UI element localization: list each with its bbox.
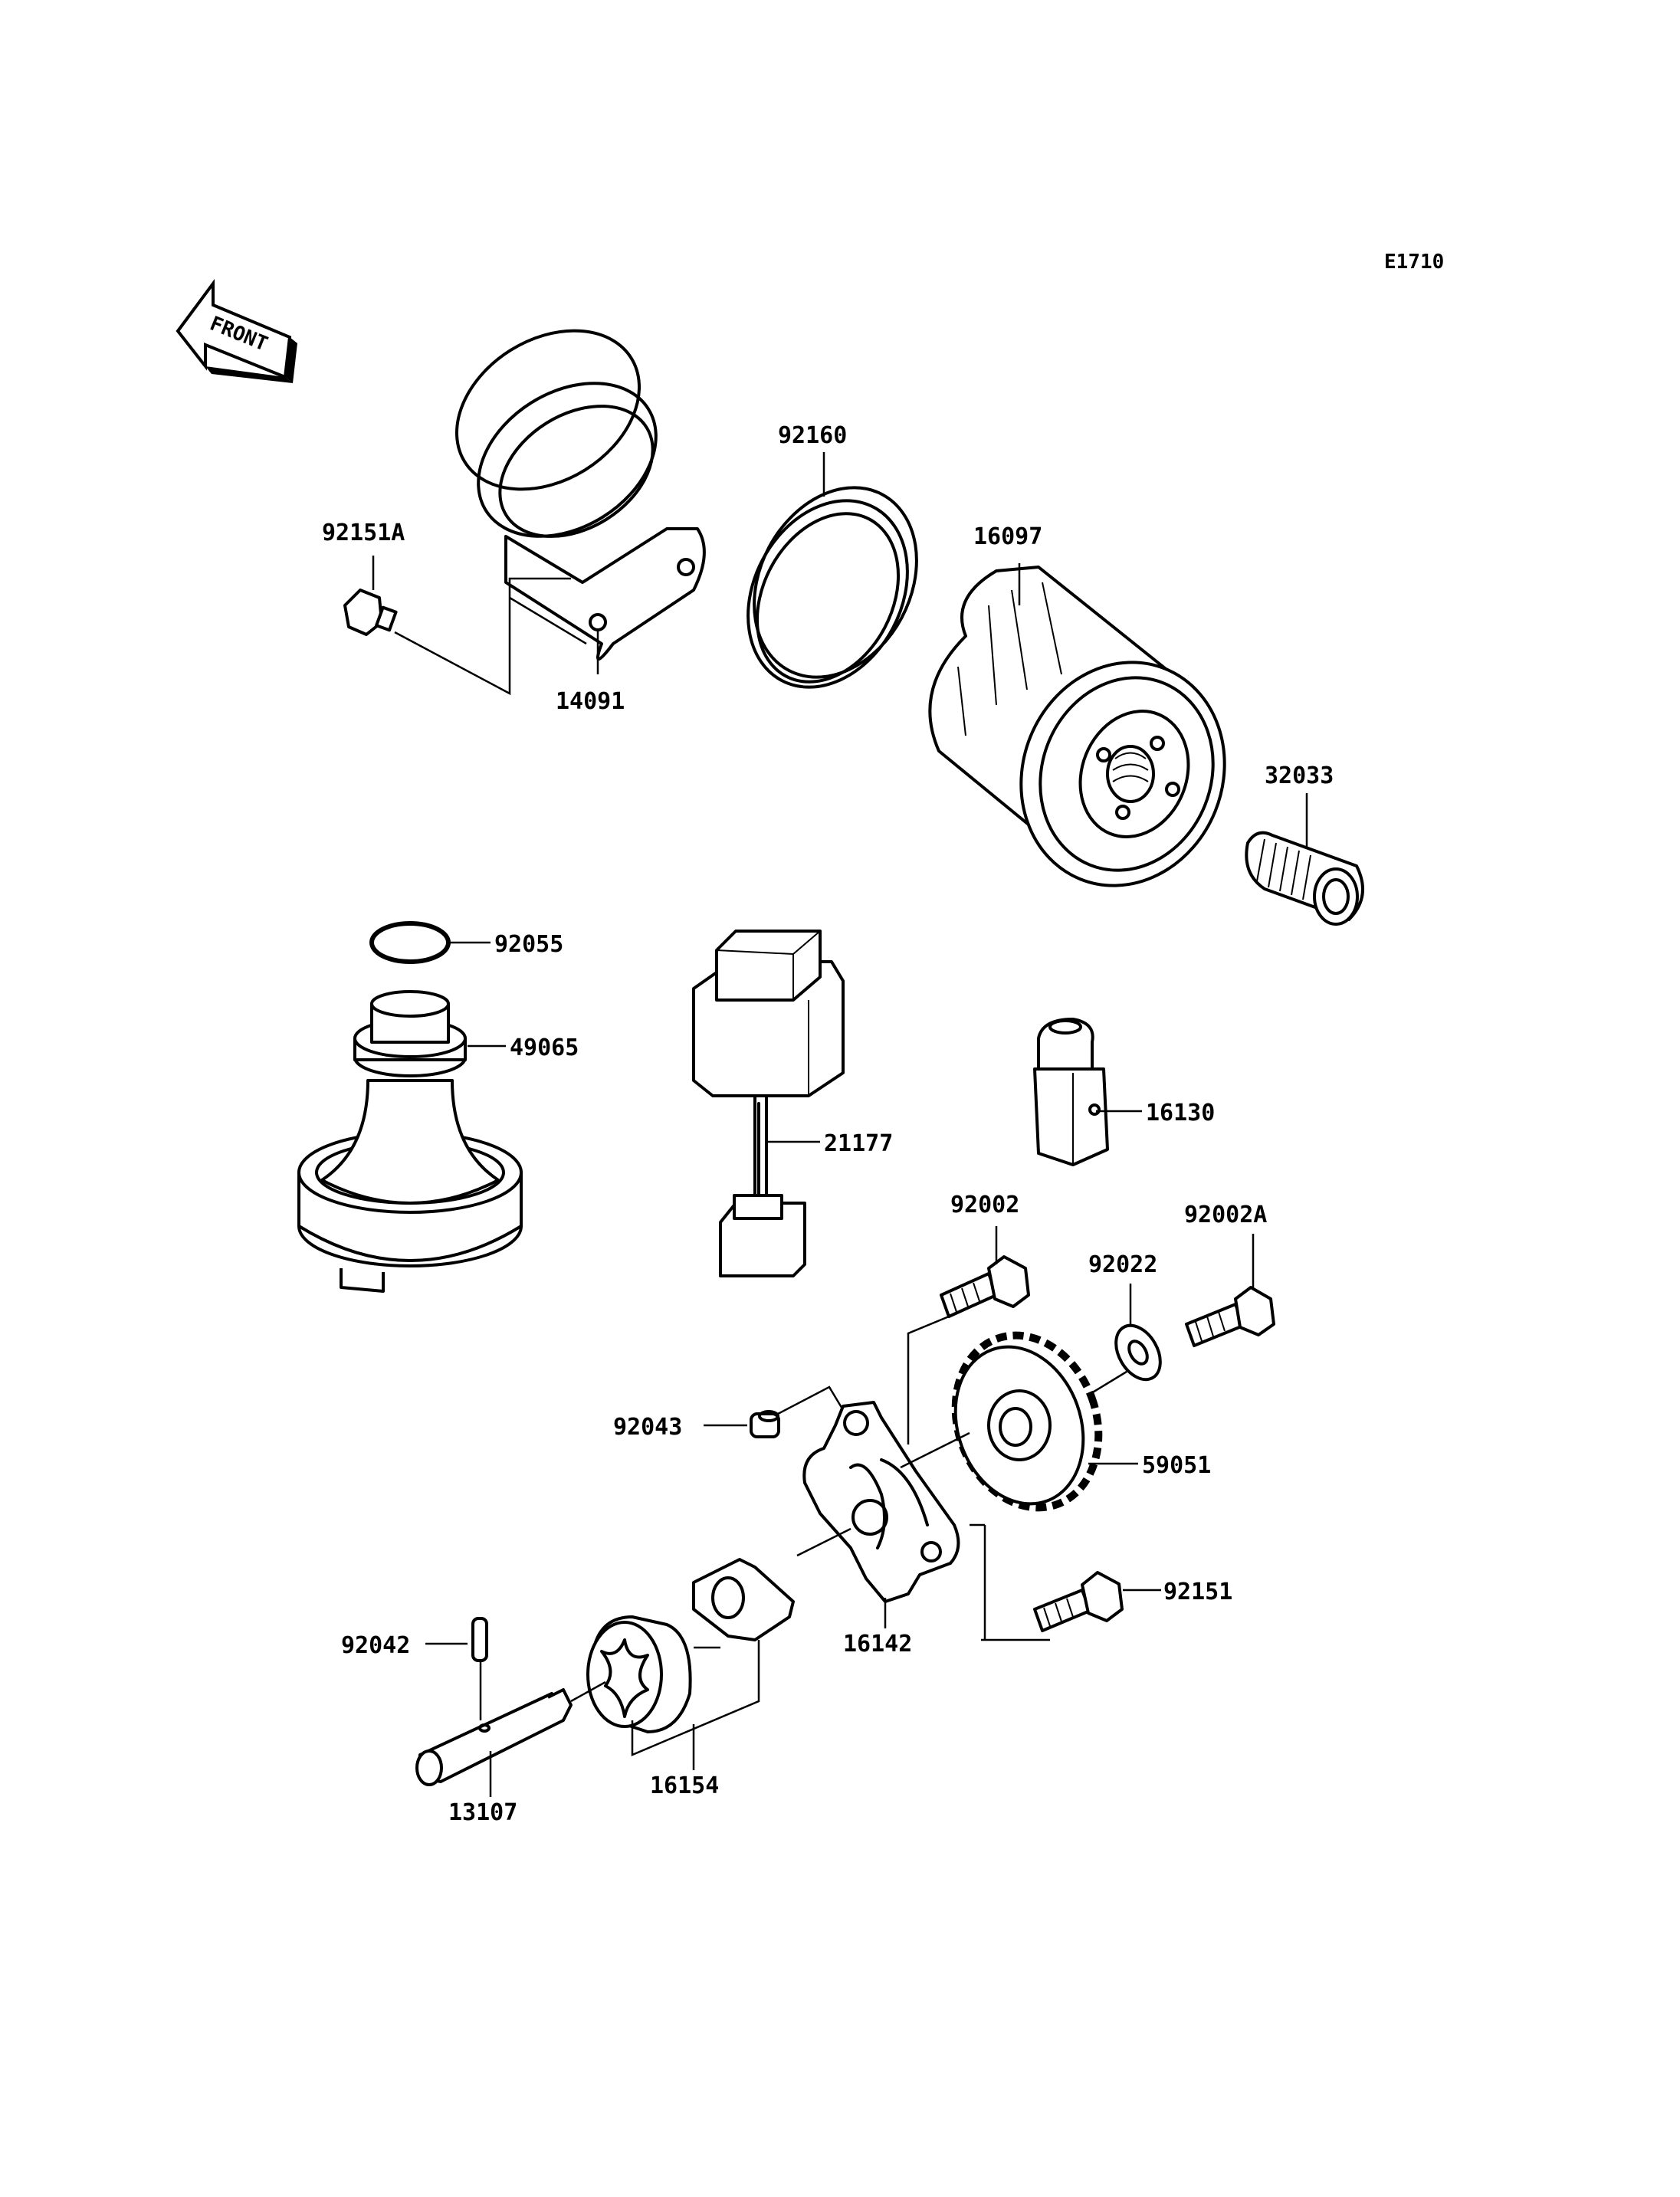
svg-text:16097: 16097 xyxy=(973,523,1042,550)
rotor-set-16154 xyxy=(586,1558,795,1756)
bolt-92151 xyxy=(970,1523,1124,1641)
fitting-32033 xyxy=(1245,831,1364,926)
svg-text:92043: 92043 xyxy=(613,1414,682,1441)
part-label-92002A: 92002A xyxy=(1184,1202,1267,1287)
part-label-92055: 92055 xyxy=(448,931,563,958)
svg-text:49065: 49065 xyxy=(510,1035,579,1061)
fitting-16130 xyxy=(1033,1018,1109,1166)
part-label-49065: 49065 xyxy=(468,1035,579,1061)
part-label-16130: 16130 xyxy=(1096,1100,1215,1126)
svg-text:32033: 32033 xyxy=(1265,762,1334,789)
svg-text:92151: 92151 xyxy=(1163,1579,1232,1605)
part-label-59051: 59051 xyxy=(1088,1452,1211,1479)
part-label-92151A: 92151A xyxy=(322,520,405,590)
part-label-92002: 92002 xyxy=(950,1192,1019,1264)
svg-text:16130: 16130 xyxy=(1146,1100,1215,1126)
pin-92042 xyxy=(471,1617,488,1720)
svg-text:92151A: 92151A xyxy=(322,520,405,546)
bolt-92002A xyxy=(1185,1286,1275,1347)
part-label-92022: 92022 xyxy=(1088,1251,1157,1326)
part-label-92043: 92043 xyxy=(613,1414,747,1441)
part-label-92151: 92151 xyxy=(1123,1579,1232,1605)
assembly-axis-line xyxy=(796,1431,970,1557)
washer-92022 xyxy=(1038,1323,1162,1427)
diagram-code: E1710 xyxy=(1384,251,1444,274)
strainer-49065 xyxy=(297,990,523,1293)
svg-text:92002A: 92002A xyxy=(1184,1202,1267,1228)
shaft-13107 xyxy=(415,1681,606,1786)
svg-text:21177: 21177 xyxy=(824,1130,893,1157)
part-label-92160: 92160 xyxy=(778,422,847,497)
svg-text:92022: 92022 xyxy=(1088,1251,1157,1278)
part-label-16097: 16097 xyxy=(973,523,1042,605)
svg-text:16142: 16142 xyxy=(843,1631,912,1658)
part-label-16142: 16142 xyxy=(843,1598,912,1658)
bracket-14091 xyxy=(455,329,706,661)
part-label-16154: 16154 xyxy=(650,1724,719,1799)
svg-text:14091: 14091 xyxy=(556,688,625,715)
svg-text:92160: 92160 xyxy=(778,422,847,449)
oring-92055 xyxy=(369,921,451,964)
part-label-32033: 32033 xyxy=(1265,762,1334,849)
svg-text:92055: 92055 xyxy=(494,931,563,958)
bolt-92151A xyxy=(343,577,571,696)
svg-text:16154: 16154 xyxy=(650,1772,719,1799)
svg-text:59051: 59051 xyxy=(1142,1452,1211,1479)
oil-filter-16097 xyxy=(928,566,1226,887)
bolt-92002 xyxy=(907,1255,1030,1444)
svg-text:92002: 92002 xyxy=(950,1192,1019,1218)
dowel-92043 xyxy=(750,1385,845,1438)
part-label-92042: 92042 xyxy=(341,1632,468,1659)
svg-text:13107: 13107 xyxy=(448,1799,517,1826)
switch-21177 xyxy=(692,930,845,1277)
part-label-14091: 14091 xyxy=(556,628,625,715)
part-label-21177: 21177 xyxy=(766,1130,893,1157)
ring-92160 xyxy=(746,486,918,689)
gear-59051 xyxy=(951,1331,1103,1512)
pump-body-16142 xyxy=(802,1401,960,1603)
part-label-13107: 13107 xyxy=(448,1751,517,1826)
svg-text:92042: 92042 xyxy=(341,1632,410,1659)
front-arrow-icon: FRONT xyxy=(176,278,297,383)
